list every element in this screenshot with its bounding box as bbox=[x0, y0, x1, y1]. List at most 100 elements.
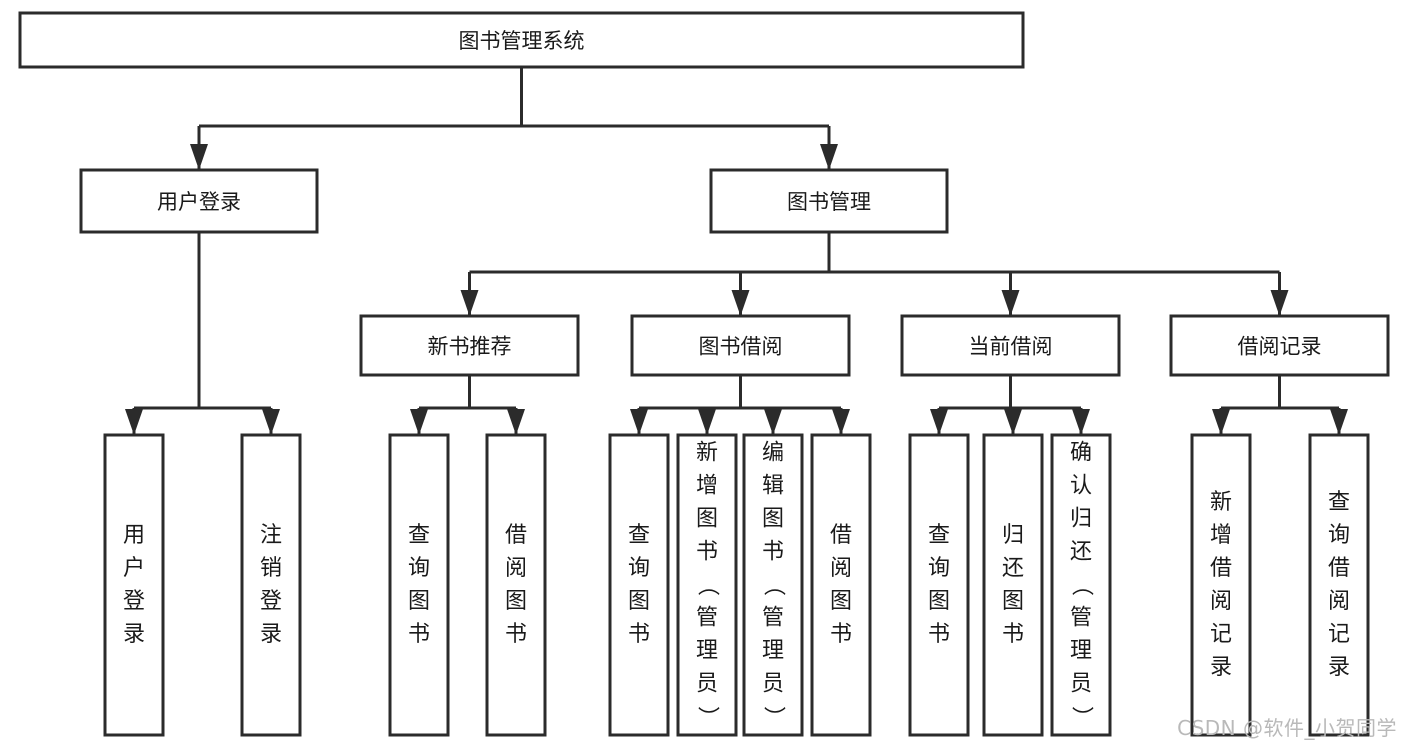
node-current-borrow-box bbox=[900, 314, 1121, 377]
node-leaf-query-book-current-char: 询 bbox=[928, 556, 950, 581]
node-leaf-query-book-current-char: 图 bbox=[928, 589, 950, 614]
node-leaf-edit-book-admin-char: 编 bbox=[762, 441, 784, 466]
book-management-fanout-arrow bbox=[731, 290, 750, 316]
node-leaf-query-borrow-record-box bbox=[1308, 433, 1370, 737]
node-leaf-logout-box bbox=[240, 433, 302, 737]
user-login-leaf-fanout-arrow bbox=[125, 409, 143, 435]
node-leaf-add-book-admin-char: 图 bbox=[696, 507, 718, 532]
node-leaf-add-borrow-record-char: 阅 bbox=[1210, 589, 1232, 614]
node-leaf-query-borrow-record-char: 查 bbox=[1328, 490, 1350, 515]
node-leaf-add-book-admin-box bbox=[676, 433, 738, 737]
node-leaf-borrow-book-recommend-char: 阅 bbox=[505, 556, 527, 581]
node-leaf-query-book-current-char: 查 bbox=[928, 523, 950, 548]
node-leaf-confirm-return-admin-char: 认 bbox=[1070, 474, 1092, 499]
book-management-fanout-arrow bbox=[1270, 290, 1289, 316]
node-leaf-logout-char: 登 bbox=[260, 589, 282, 614]
node-book-management-label: 图书管理 bbox=[787, 190, 871, 214]
node-borrow-records-label: 借阅记录 bbox=[1238, 335, 1322, 359]
node-leaf-edit-book-admin-char: 员 bbox=[762, 672, 784, 697]
node-book-borrow[interactable]: 图书借阅 bbox=[630, 314, 851, 377]
node-leaf-query-book-recommend-char: 询 bbox=[408, 556, 430, 581]
node-leaf-query-book-recommend-box bbox=[388, 433, 450, 737]
node-leaf-confirm-return-admin-box bbox=[1050, 433, 1112, 737]
node-leaf-add-book-admin-char: 员 bbox=[696, 672, 718, 697]
node-leaf-logout-char: 注 bbox=[260, 523, 282, 548]
new-book-recommend-leaf-fanout-arrow bbox=[507, 409, 525, 435]
node-leaf-borrow-book-char: 借 bbox=[830, 523, 852, 548]
node-leaf-confirm-return-admin-char: 归 bbox=[1070, 507, 1092, 532]
node-leaf-query-book-char: 询 bbox=[628, 556, 650, 581]
node-new-book-recommend[interactable]: 新书推荐 bbox=[359, 314, 580, 377]
node-leaf-return-book-char: 书 bbox=[1002, 622, 1024, 647]
node-leaf-borrow-book-recommend-box bbox=[485, 433, 547, 737]
node-leaf-return-book-box bbox=[982, 433, 1044, 737]
node-root[interactable]: 图书管理系统 bbox=[18, 11, 1025, 69]
node-current-borrow-label: 当前借阅 bbox=[969, 335, 1053, 359]
node-leaf-user-login[interactable]: 用户登录 bbox=[103, 433, 165, 737]
node-leaf-user-login-char: 户 bbox=[123, 556, 145, 581]
node-leaf-user-login-char: 用 bbox=[123, 523, 145, 548]
node-leaf-query-borrow-record-char: 录 bbox=[1328, 655, 1350, 680]
node-leaf-confirm-return-admin-char: ） bbox=[1069, 706, 1094, 728]
node-leaf-confirm-return-admin-char: 管 bbox=[1070, 606, 1092, 631]
node-leaf-borrow-book-char: 图 bbox=[830, 589, 852, 614]
node-leaf-add-book-admin-char: 管 bbox=[696, 606, 718, 631]
node-leaf-return-book-char: 归 bbox=[1002, 523, 1024, 548]
node-leaf-user-login-char: 录 bbox=[123, 622, 145, 647]
node-user-login[interactable]: 用户登录 bbox=[79, 168, 319, 234]
node-leaf-query-book-char: 图 bbox=[628, 589, 650, 614]
node-leaf-confirm-return-admin-char: 理 bbox=[1070, 639, 1092, 664]
node-leaf-query-book-current-char: 书 bbox=[928, 622, 950, 647]
node-book-management[interactable]: 图书管理 bbox=[709, 168, 949, 234]
node-current-borrow[interactable]: 当前借阅 bbox=[900, 314, 1121, 377]
node-leaf-edit-book-admin-char: 管 bbox=[762, 606, 784, 631]
node-leaf-add-borrow-record-char: 录 bbox=[1210, 655, 1232, 680]
node-borrow-records[interactable]: 借阅记录 bbox=[1169, 314, 1390, 377]
node-leaf-add-borrow-record-box bbox=[1190, 433, 1252, 737]
node-new-book-recommend-box bbox=[359, 314, 580, 377]
node-leaf-edit-book-admin-char: （ bbox=[761, 574, 786, 596]
node-leaf-query-book-char: 查 bbox=[628, 523, 650, 548]
node-leaf-add-borrow-record-char: 新 bbox=[1210, 490, 1232, 515]
node-leaf-edit-book-admin-char: 书 bbox=[762, 540, 784, 565]
node-leaf-confirm-return-admin-char: （ bbox=[1069, 574, 1094, 596]
node-book-management-box bbox=[709, 168, 949, 234]
node-book-borrow-box bbox=[630, 314, 851, 377]
node-leaf-return-book-char: 图 bbox=[1002, 589, 1024, 614]
root-fanout-arrow bbox=[820, 144, 838, 170]
node-leaf-borrow-book-recommend-char: 图 bbox=[505, 589, 527, 614]
node-leaf-confirm-return-admin-char: 确 bbox=[1070, 441, 1092, 466]
node-leaf-query-book-recommend-char: 书 bbox=[408, 622, 430, 647]
node-leaf-add-borrow-record-char: 增 bbox=[1210, 523, 1232, 548]
node-leaf-add-book-admin-char: 理 bbox=[696, 639, 718, 664]
node-leaf-edit-book-admin-char: 理 bbox=[762, 639, 784, 664]
current-borrow-leaf-fanout-arrow bbox=[1004, 409, 1022, 435]
node-leaf-query-book-recommend-char: 图 bbox=[408, 589, 430, 614]
node-leaf-query-borrow-record-char: 借 bbox=[1328, 556, 1350, 581]
node-leaf-edit-book-admin-char: 图 bbox=[762, 507, 784, 532]
node-leaf-logout-char: 销 bbox=[260, 556, 282, 581]
watermark-label: CSDN @软件_小贺同学 bbox=[1177, 716, 1397, 740]
node-user-login-label: 用户登录 bbox=[157, 190, 241, 214]
node-leaf-add-book-admin-char: 书 bbox=[696, 540, 718, 565]
node-leaf-logout-char: 录 bbox=[260, 622, 282, 647]
book-management-fanout-arrow bbox=[1001, 290, 1020, 316]
node-leaf-edit-book-admin-char: ） bbox=[761, 706, 786, 728]
node-leaf-borrow-book-recommend-char: 借 bbox=[505, 523, 527, 548]
book-borrow-leaf-fanout-arrow bbox=[764, 409, 782, 435]
node-leaf-user-login-box bbox=[103, 433, 165, 737]
